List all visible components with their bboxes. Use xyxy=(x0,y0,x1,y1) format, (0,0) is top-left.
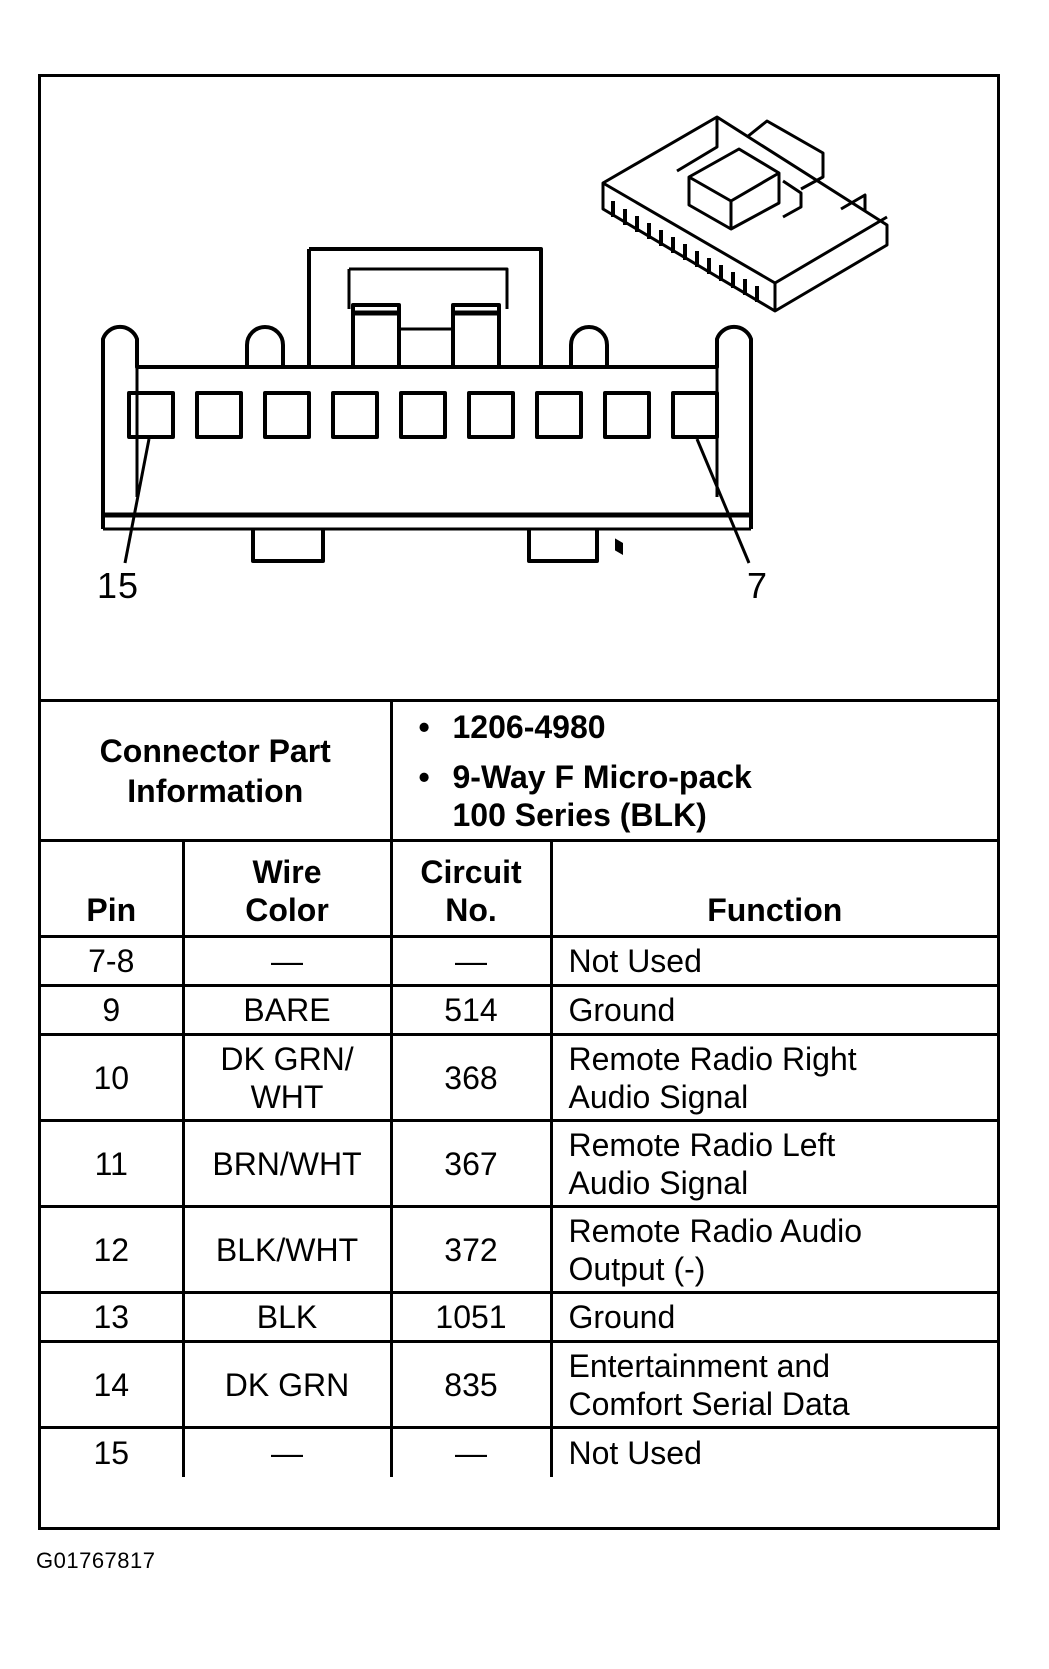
table-row: 12 BLK/WHT 372 Remote Radio Audio Output… xyxy=(41,1205,997,1294)
header-wire-color-line2: Color xyxy=(245,892,329,928)
pin-cell: 10 xyxy=(41,1033,185,1122)
header-pin: Pin xyxy=(41,839,185,938)
table-row: 13 BLK 1051 Ground xyxy=(41,1291,997,1343)
pin-label-7: 7 xyxy=(747,565,769,606)
table-row: 11 BRN/WHT 367 Remote Radio Left Audio S… xyxy=(41,1119,997,1208)
pin-table-header: Pin Wire Color Circuit No. Function xyxy=(41,839,997,938)
function-cell: Not Used xyxy=(549,1426,997,1477)
part-description-line2: 100 Series (BLK) xyxy=(452,797,707,833)
pin-cell: 12 xyxy=(41,1205,185,1294)
header-wire-color: Wire Color xyxy=(181,839,393,938)
pin-out-table: Pin Wire Color Circuit No. Function 7-8 … xyxy=(41,839,997,1477)
function-line1: Remote Radio Left xyxy=(568,1126,836,1163)
part-number-value: 1206-4980 xyxy=(452,709,606,745)
connector-body xyxy=(101,324,753,529)
table-row: 15 — — Not Used xyxy=(41,1426,997,1477)
connector-part-info-values: • 1206-4980 • 9-Way F Micro-pack 100 Ser… xyxy=(389,699,998,840)
leader-line-pin-15 xyxy=(123,438,151,564)
circuit-cell: — xyxy=(389,935,553,987)
pin-cell: 13 xyxy=(41,1291,185,1343)
circuit-cell: 367 xyxy=(389,1119,553,1208)
circuit-cell: 514 xyxy=(389,984,553,1036)
pin-cavities xyxy=(127,391,719,439)
header-circuit-line2: No. xyxy=(445,892,497,928)
bullet-icon: • xyxy=(418,759,430,795)
header-wire-color-line1: Wire xyxy=(252,854,322,890)
connector-bottom-tab xyxy=(251,529,325,563)
function-cell: Entertainment and Comfort Serial Data xyxy=(549,1340,997,1429)
header-circuit-no: Circuit No. xyxy=(389,839,553,938)
wire-color-cell: BLK xyxy=(181,1291,393,1343)
wire-color-cell: BARE xyxy=(181,984,393,1036)
connector-iso-view xyxy=(601,115,889,556)
connector-diagram: 15 7 xyxy=(41,77,997,701)
circuit-cell: 368 xyxy=(389,1033,553,1122)
function-line2: Audio Signal xyxy=(568,1078,749,1115)
function-line1: Remote Radio Audio xyxy=(568,1212,863,1249)
connector-latch-housing xyxy=(307,247,543,367)
pin-cell: 14 xyxy=(41,1340,185,1429)
pin-cell: 9 xyxy=(41,984,185,1036)
function-cell: Ground xyxy=(549,984,997,1036)
wire-color-cell: BLK/WHT xyxy=(181,1205,393,1294)
connector-part-info-label: Connector Part Information xyxy=(41,699,391,840)
wire-color-cell: BRN/WHT xyxy=(181,1119,393,1208)
circuit-cell: 835 xyxy=(389,1340,553,1429)
connector-bottom-tab xyxy=(527,529,599,563)
part-info-label-line1: Connector Part xyxy=(99,733,331,769)
header-circuit-line1: Circuit xyxy=(420,854,522,890)
connector-part-info: Connector Part Information • 1206-4980 •… xyxy=(41,699,997,840)
connector-key-bump xyxy=(569,325,609,367)
function-cell: Ground xyxy=(549,1291,997,1343)
table-row: 9 BARE 514 Ground xyxy=(41,984,997,1036)
connector-frame: 15 7 Connector Part Information • 1206-4… xyxy=(38,74,1000,1530)
pin-cell: 15 xyxy=(41,1426,185,1477)
function-line2: Audio Signal xyxy=(568,1164,749,1201)
wire-color-cell: DK GRN xyxy=(181,1340,393,1429)
function-cell: Remote Radio Audio Output (-) xyxy=(549,1205,997,1294)
part-info-label-line2: Information xyxy=(127,773,304,809)
part-number: • 1206-4980 xyxy=(419,708,998,746)
function-cell: Remote Radio Right Audio Signal xyxy=(549,1033,997,1122)
circuit-cell: 372 xyxy=(389,1205,553,1294)
wire-color-cell: DK GRN/ WHT xyxy=(181,1033,393,1122)
bullet-icon: • xyxy=(418,709,430,745)
table-row: 10 DK GRN/ WHT 368 Remote Radio Right Au… xyxy=(41,1033,997,1122)
wire-color-cell: — xyxy=(181,935,393,987)
table-row: 7-8 — — Not Used xyxy=(41,935,997,987)
function-cell: Remote Radio Left Audio Signal xyxy=(549,1119,997,1208)
wire-color-cell: — xyxy=(181,1426,393,1477)
function-line2: Comfort Serial Data xyxy=(568,1385,850,1422)
function-line1: Entertainment and xyxy=(568,1347,831,1384)
table-row: 14 DK GRN 835 Entertainment and Comfort … xyxy=(41,1340,997,1429)
figure-code: G01767817 xyxy=(36,1548,156,1573)
pin-label-15: 15 xyxy=(97,565,140,606)
part-description-line1: 9-Way F Micro-pack xyxy=(452,759,752,795)
connector-key-bump xyxy=(245,325,285,367)
function-line1: Remote Radio Right xyxy=(568,1040,857,1077)
header-function: Function xyxy=(549,839,997,938)
function-line2: Output (-) xyxy=(568,1250,706,1287)
circuit-cell: 1051 xyxy=(389,1291,553,1343)
circuit-cell: — xyxy=(389,1426,553,1477)
part-description: • 9-Way F Micro-pack xyxy=(419,758,998,796)
wire-color-line2: WHT xyxy=(250,1078,324,1115)
wire-color-line1: DK GRN/ xyxy=(220,1040,354,1077)
pin-cell: 11 xyxy=(41,1119,185,1208)
connector-face-drawing xyxy=(101,115,889,564)
leader-line-pin-7 xyxy=(695,438,751,564)
pin-cell: 7-8 xyxy=(41,935,185,987)
function-cell: Not Used xyxy=(549,935,997,987)
